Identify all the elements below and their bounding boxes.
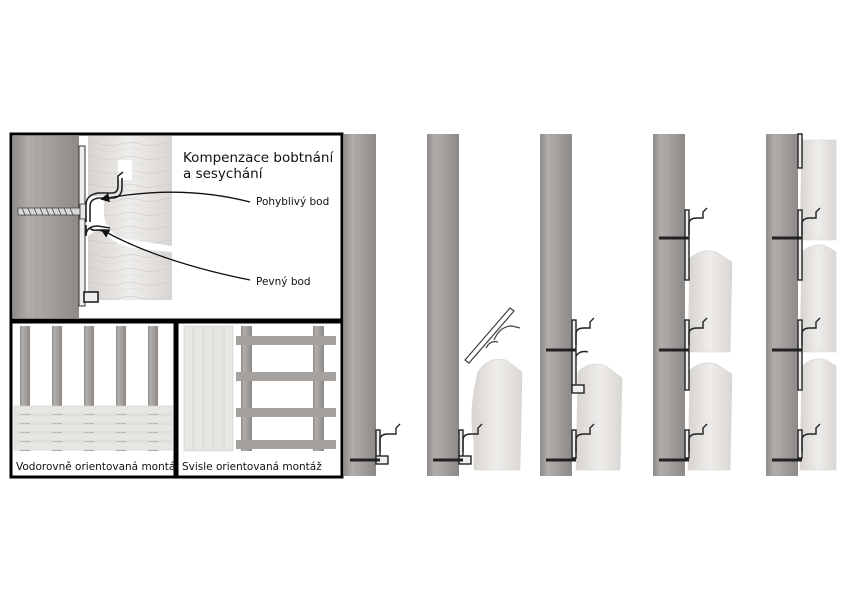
- step-3: [540, 134, 623, 476]
- step-4-board-lower: [687, 362, 733, 471]
- vertical-mounting-panel: Svisle orientovaná montáž: [175, 320, 344, 479]
- step-4-clips-icon: [659, 207, 708, 462]
- detail-rail: [78, 145, 86, 307]
- vertical-cross-battens: [236, 336, 336, 449]
- step-5-board-2: [799, 244, 837, 353]
- horizontal-battens: [20, 326, 158, 451]
- step-2: [427, 134, 523, 476]
- detail-title-line2: a sesychání: [183, 166, 264, 182]
- step-5-clips-icon: [772, 133, 821, 462]
- screw-icon: [17, 203, 87, 220]
- step-3-board: [575, 363, 623, 471]
- horizontal-boards: [13, 405, 173, 451]
- step-2-falling-board: [471, 358, 523, 471]
- arrow-moving-point: [100, 191, 251, 203]
- step-5-board-3: [799, 358, 837, 471]
- step-5: [766, 133, 837, 476]
- detail-panel: Kompenzace bobtnání a sesychání Pohybliv…: [9, 132, 344, 322]
- vertical-battens: [241, 326, 324, 451]
- vertical-boards: [183, 325, 234, 452]
- step-1-clip-icon: [350, 423, 401, 465]
- detail-title-line1: Kompenzace bobtnání: [183, 150, 334, 166]
- step-4-board-upper: [687, 250, 733, 353]
- label-fixed-point: Pevný bod: [256, 276, 311, 288]
- step-5-board-1: [799, 139, 837, 241]
- horizontal-caption: Vodorovně orientovaná montáž: [16, 461, 181, 473]
- arrow-fixed-point: [100, 229, 251, 281]
- step-2-floating-clip-icon: [464, 307, 521, 364]
- step-3-clips-icon: [546, 317, 595, 462]
- step-2-clip-icon: [433, 423, 483, 465]
- step-4: [653, 134, 733, 476]
- step-1: [344, 134, 401, 476]
- vertical-caption: Svisle orientovaná montáž: [182, 461, 322, 473]
- label-moving-point: Pohyblivý bod: [256, 196, 329, 208]
- horizontal-mounting-panel: Vodorovně orientovaná montáž: [9, 320, 181, 479]
